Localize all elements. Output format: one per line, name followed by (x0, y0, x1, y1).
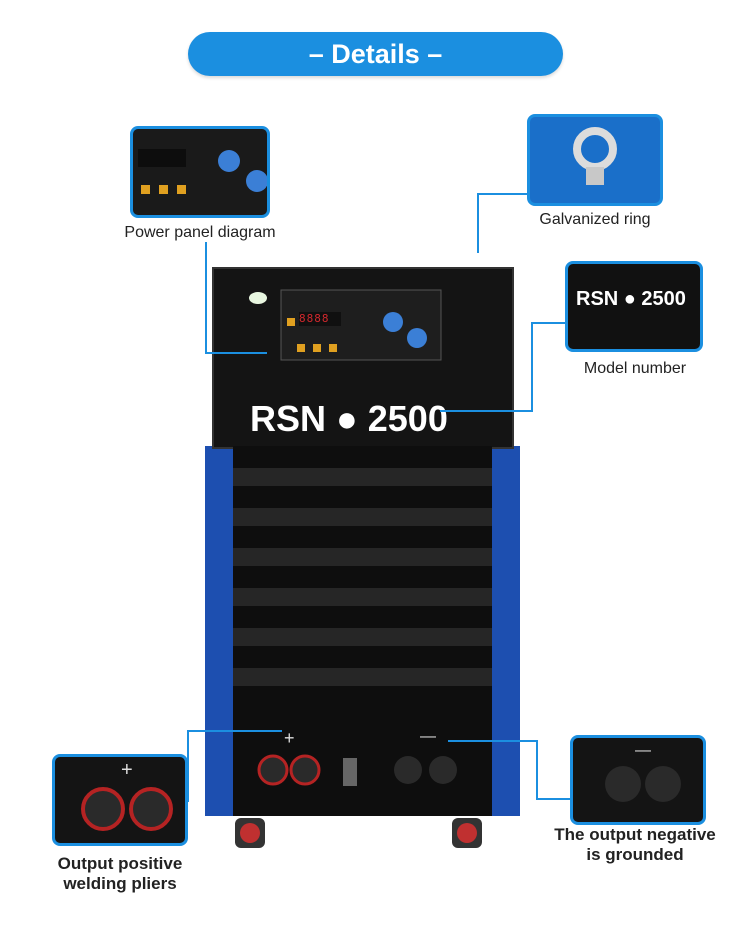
machine-model-label: RSN ● 2500 (250, 398, 448, 439)
machine-plus-symbol: + (284, 728, 295, 748)
ring-leader-h (477, 193, 527, 195)
machine-display-readout: 8888 (299, 312, 330, 325)
ring-caption: Galvanized ring (539, 211, 651, 228)
ring-callout (527, 114, 663, 206)
model-callout: RSN ● 2500 (565, 261, 703, 352)
machine-minus-symbol: — (420, 728, 436, 745)
positive-caption-line2: welding pliers (63, 874, 177, 893)
power-panel-leader-v (205, 242, 207, 354)
power-panel-leader-h (205, 352, 267, 354)
details-banner: – Details – (188, 32, 563, 76)
model-leader-h2 (440, 410, 533, 412)
model-caption: Model number (583, 360, 687, 377)
power-panel-caption: Power panel diagram (124, 224, 276, 241)
negative-symbol: — (635, 742, 651, 759)
power-panel-callout (130, 126, 270, 218)
power-panel-closeup (138, 149, 267, 194)
negative-leader-h2 (536, 798, 570, 800)
galvanized-ring-icon (573, 127, 617, 185)
positive-connectors-closeup (81, 787, 173, 831)
model-leader-h1 (531, 322, 565, 324)
model-callout-label: RSN ● 2500 (576, 288, 686, 310)
model-leader-v (531, 322, 533, 410)
negative-leader-h1 (448, 740, 538, 742)
positive-caption-line1: Output positive (57, 854, 183, 873)
negative-caption-line1: The output negative (554, 825, 716, 844)
positive-symbol: + (121, 759, 133, 781)
negative-connectors-closeup (605, 766, 681, 802)
positive-leader-h (187, 730, 282, 732)
positive-leader-v (187, 730, 189, 802)
positive-output-callout: + (52, 754, 188, 846)
negative-output-callout: — (570, 735, 706, 825)
negative-caption-line2: is grounded (586, 845, 684, 864)
welding-machine-image (205, 267, 520, 848)
negative-leader-v (536, 740, 538, 800)
ring-leader-v (477, 193, 479, 253)
